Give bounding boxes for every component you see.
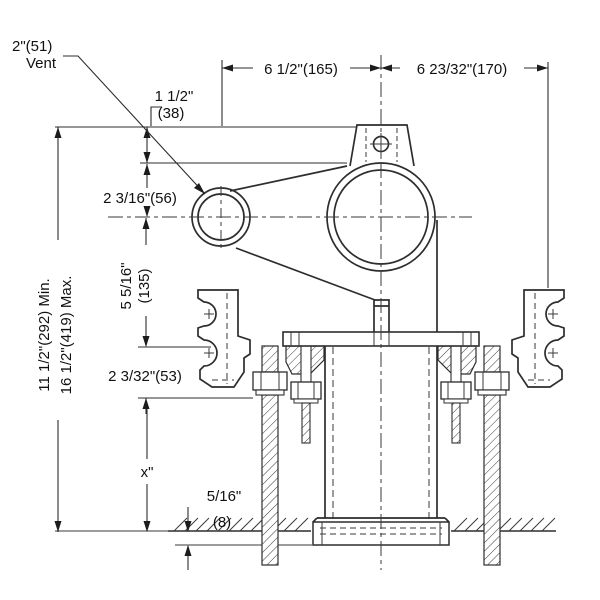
lifting-lug xyxy=(349,124,415,167)
vent-leader-line xyxy=(63,55,206,195)
dim-56-label: 2 3/16"(56) xyxy=(103,190,177,207)
vent-size-label: 2"(51) xyxy=(12,38,52,55)
dimension-lines xyxy=(54,55,549,570)
dimension-labels: 2"(51) Vent 1 1/2" (38) 6 1/2"(165) 6 23… xyxy=(12,38,507,531)
dim-x-label: x" xyxy=(141,464,154,481)
dim-38-label-line1: 1 1/2" xyxy=(155,88,194,105)
anchor-stud-right xyxy=(474,345,510,566)
dim-38-label-line2: (38) xyxy=(158,105,185,122)
clamp-bolt-left xyxy=(290,345,322,444)
dim-max-label: 16 1/2"(419) Max. xyxy=(58,276,75,395)
dim-135-label-line2: (135) xyxy=(136,268,153,303)
floor-section xyxy=(55,517,556,546)
dim-165-label: 6 1/2"(165) xyxy=(264,61,338,78)
clamp-bolt-right xyxy=(440,345,472,444)
dim-8-label-line2: (8) xyxy=(213,514,231,531)
dim-min-label: 11 1/2"(292) Min. xyxy=(36,278,53,391)
guide-claw-left xyxy=(197,289,251,388)
claw-centers-right xyxy=(548,309,558,358)
guide-claw-right xyxy=(511,289,565,388)
dim-170-label: 6 23/32"(170) xyxy=(417,61,507,78)
dim-53-label: 2 3/32"(53) xyxy=(108,368,182,385)
claw-centers-left xyxy=(204,309,214,358)
dim-8-label-line1: 5/16" xyxy=(207,488,242,505)
vent-name-label: Vent xyxy=(26,55,57,72)
base-flange-assembly xyxy=(252,331,510,566)
dim-135-label-line1: 5 5/16" xyxy=(118,262,135,309)
anchor-stud-left xyxy=(252,345,288,566)
center-lines xyxy=(108,55,472,570)
